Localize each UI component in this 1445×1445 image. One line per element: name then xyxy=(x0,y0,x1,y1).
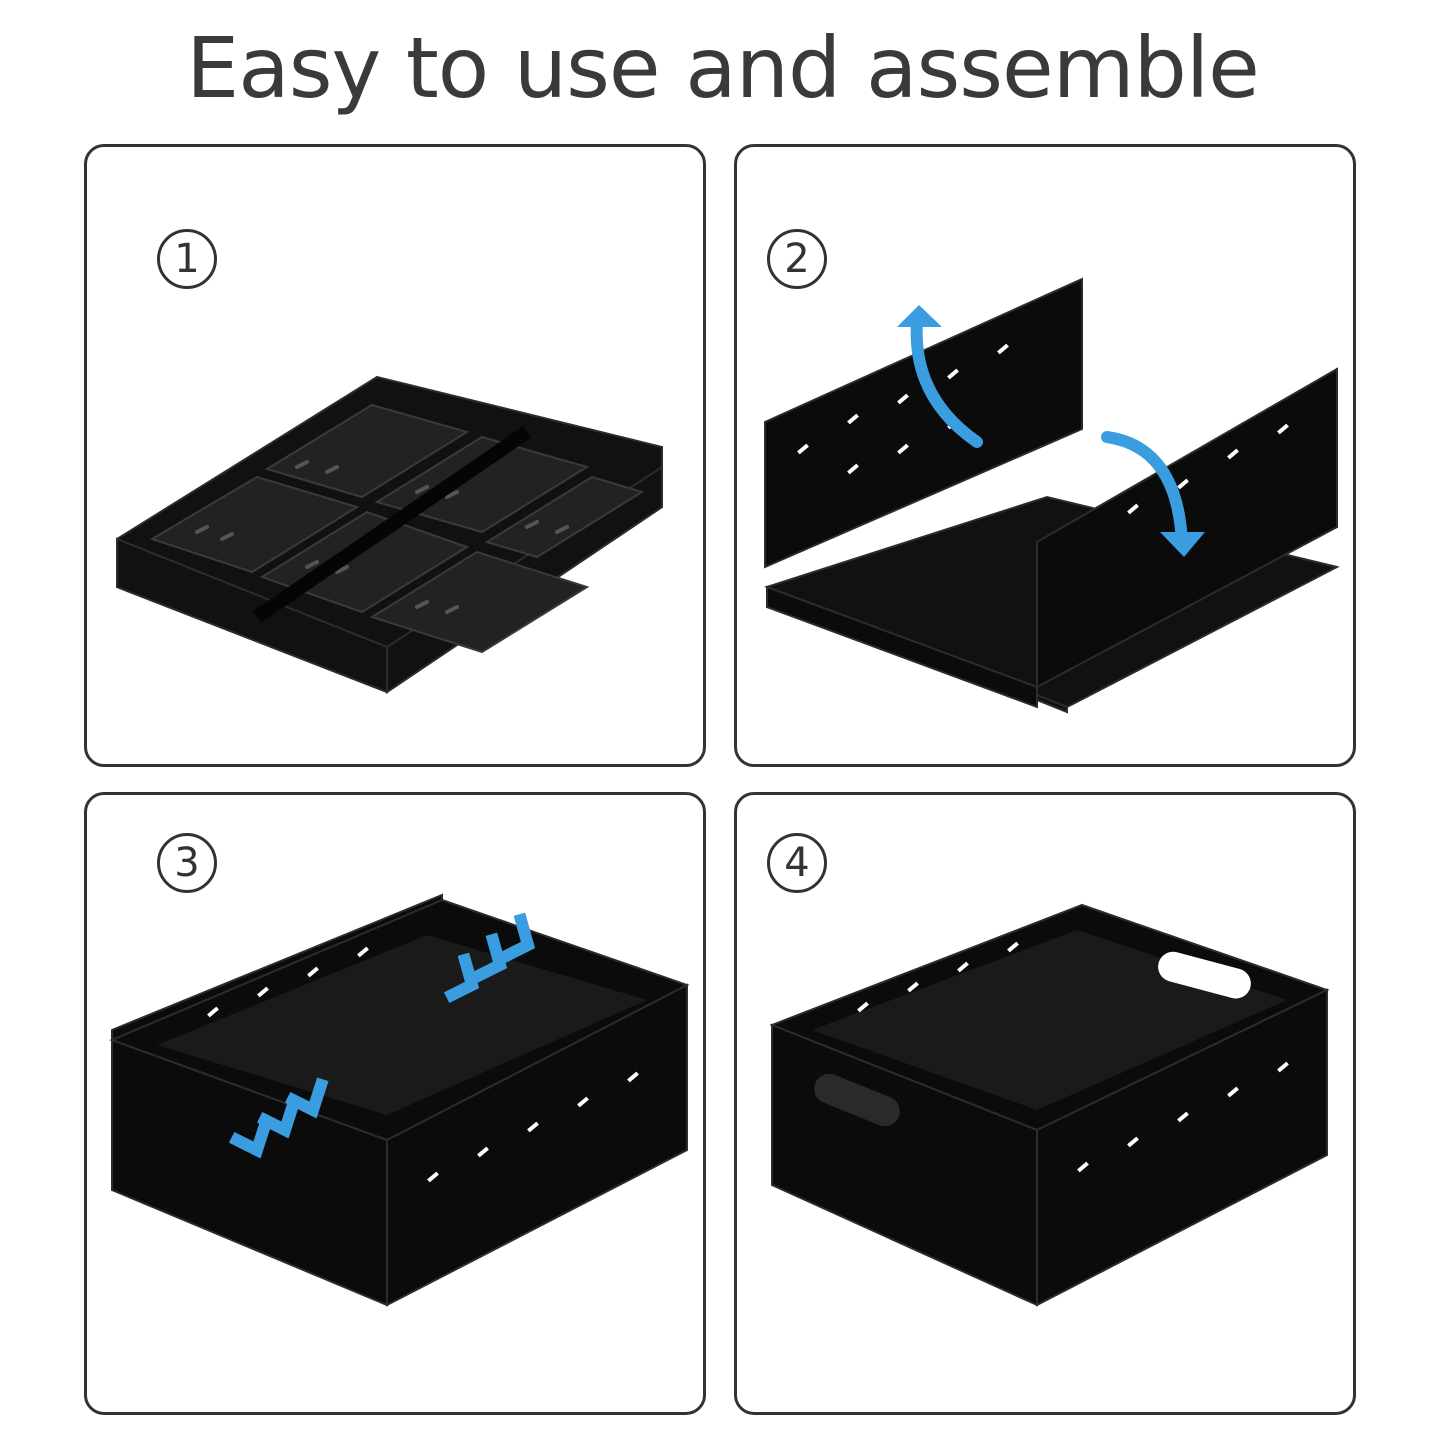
flat-crate-illustration xyxy=(116,375,663,694)
assembled-crate-illustration xyxy=(769,903,1330,1307)
step-panel-1: 1 xyxy=(84,144,706,767)
page-title: Easy to use and assemble xyxy=(186,19,1260,117)
step-panel-2: 2 xyxy=(734,144,1356,767)
step-number-badge: 1 xyxy=(157,229,217,289)
step-panel-4: 4 xyxy=(734,792,1356,1415)
step-panel-3: 3 xyxy=(84,792,706,1415)
step-number-badge: 3 xyxy=(157,833,217,893)
step-number-badge: 4 xyxy=(767,833,827,893)
assembling-crate-illustration xyxy=(109,893,690,1307)
unfolding-crate-illustration xyxy=(764,277,1340,714)
step-number-badge: 2 xyxy=(767,229,827,289)
